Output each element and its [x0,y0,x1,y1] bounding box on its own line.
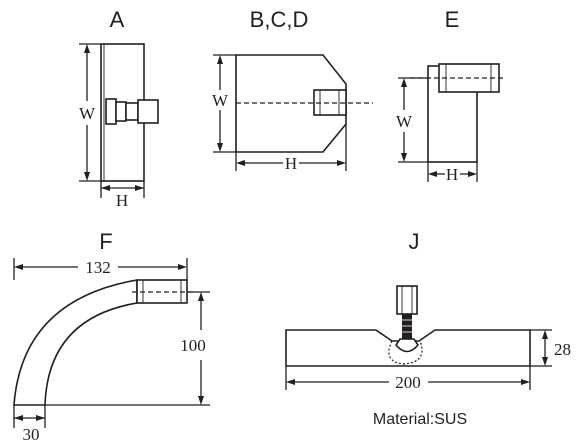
part-f-arc-body [13,279,138,406]
part-bcd-label: B,C,D [250,7,309,32]
part-a-fitting-flange [105,98,117,125]
part-a-fitting-hex [115,101,127,122]
part-e-h-label: H [446,165,458,184]
part-a-fitting-nut [125,102,139,121]
part-bcd-w-label: W [212,91,229,110]
part-j-label: J [409,229,420,254]
part-f-label: F [99,229,112,254]
part-f: F 132 100 30 [13,229,210,444]
part-j-bolt-thread [402,314,412,339]
part-j-length-label: 200 [395,373,421,392]
part-a: A W H [79,7,159,210]
part-j-clamp-hidden [388,340,423,365]
part-f-thick-label: 30 [23,425,40,444]
part-a-fitting-end [137,99,159,124]
material-note: Material:SUS [373,411,467,428]
part-bcd-h-label: H [285,154,297,173]
part-e-w-label: W [396,112,413,131]
part-e: E W H [396,7,505,184]
part-f-width-label: 132 [85,258,111,277]
part-f-height-label: 100 [180,336,206,355]
part-j-bolt-head [396,285,418,315]
part-j-clamp-jaw [395,338,419,353]
part-e-label: E [445,7,460,32]
part-a-label: A [110,7,125,32]
part-j: J 200 28 Material:SUS [285,229,571,428]
part-bcd: B,C,D W H [212,7,373,173]
part-a-w-label: W [79,104,96,123]
part-a-h-label: H [116,191,128,210]
part-j-height-label: 28 [554,340,571,359]
